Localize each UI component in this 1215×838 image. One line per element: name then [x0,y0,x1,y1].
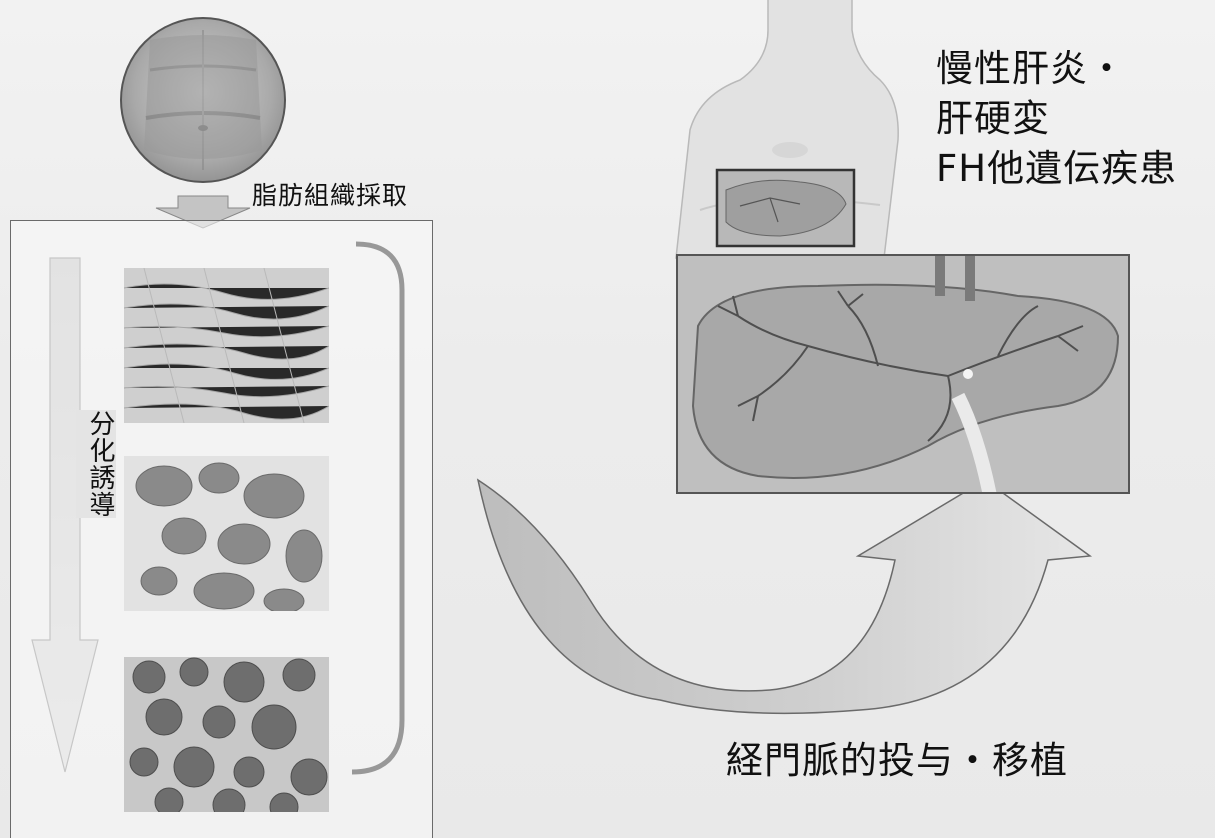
disease-line-3: FH他遺伝疾患 [936,144,1177,194]
spheroid-micrograph [124,657,329,812]
fat-harvest-label: 脂肪組織採取 [252,176,408,212]
administration-route-label: 経門脈的投与・移植 [726,730,1068,784]
transplant-curved-arrow [478,480,1090,713]
differentiation-label: 分化誘導 [76,410,116,518]
target-disease-label: 慢性肝炎・ 肝硬変 FH他遺伝疾患 [936,44,1177,194]
cluster-micrograph [124,456,329,611]
disease-line-2: 肝硬変 [936,94,1177,144]
liver-highlight-box [717,170,854,246]
abdomen-photo [121,18,285,182]
fibroblast-culture-micrograph [124,268,329,423]
liver-vasculature-illustration [676,254,1130,494]
disease-line-1: 慢性肝炎・ [936,44,1177,94]
